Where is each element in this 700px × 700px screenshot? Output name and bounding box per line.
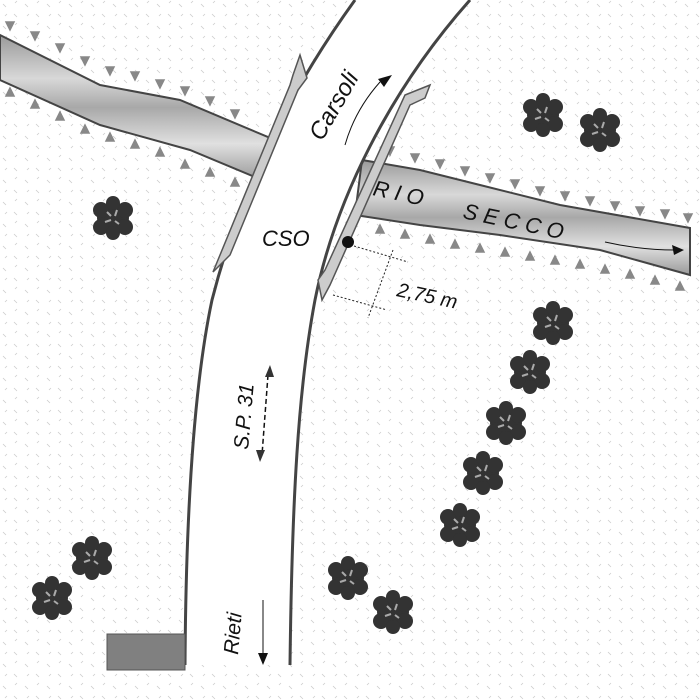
tree-icon <box>439 502 481 548</box>
direction-arrow-carsoli <box>344 81 381 146</box>
tree-icon <box>485 400 527 446</box>
direction-arrowhead-carsoli <box>378 75 392 87</box>
tree-icon <box>372 589 414 635</box>
direction-arrowheads-sp31 <box>256 365 274 462</box>
bridge-parapet-left <box>212 52 308 273</box>
river-flow-arrowhead <box>672 245 684 255</box>
direction-arrowhead-rieti <box>258 653 268 665</box>
tree-icon <box>579 107 621 153</box>
tree-icon <box>327 555 369 601</box>
tree-icon <box>71 535 113 581</box>
label-rieti: Rieti <box>220 610 247 655</box>
building <box>106 633 186 671</box>
tree-icon <box>31 575 73 621</box>
distance-dimension <box>332 245 409 319</box>
direction-arrow-sp31 <box>261 374 269 456</box>
tree-icon <box>462 450 504 496</box>
cso-point <box>342 236 354 248</box>
road-right-edge <box>288 0 472 666</box>
tree-icon <box>92 195 134 241</box>
tree-icon <box>509 349 551 395</box>
label-cso: CSO <box>262 226 310 251</box>
road-sp31 <box>185 0 470 665</box>
river-rio-secco <box>0 21 694 291</box>
label-road: S.P. 31 <box>230 383 259 451</box>
tree-icon <box>532 300 574 346</box>
tree-icon <box>522 92 564 138</box>
river-flow-arrow <box>604 241 676 251</box>
